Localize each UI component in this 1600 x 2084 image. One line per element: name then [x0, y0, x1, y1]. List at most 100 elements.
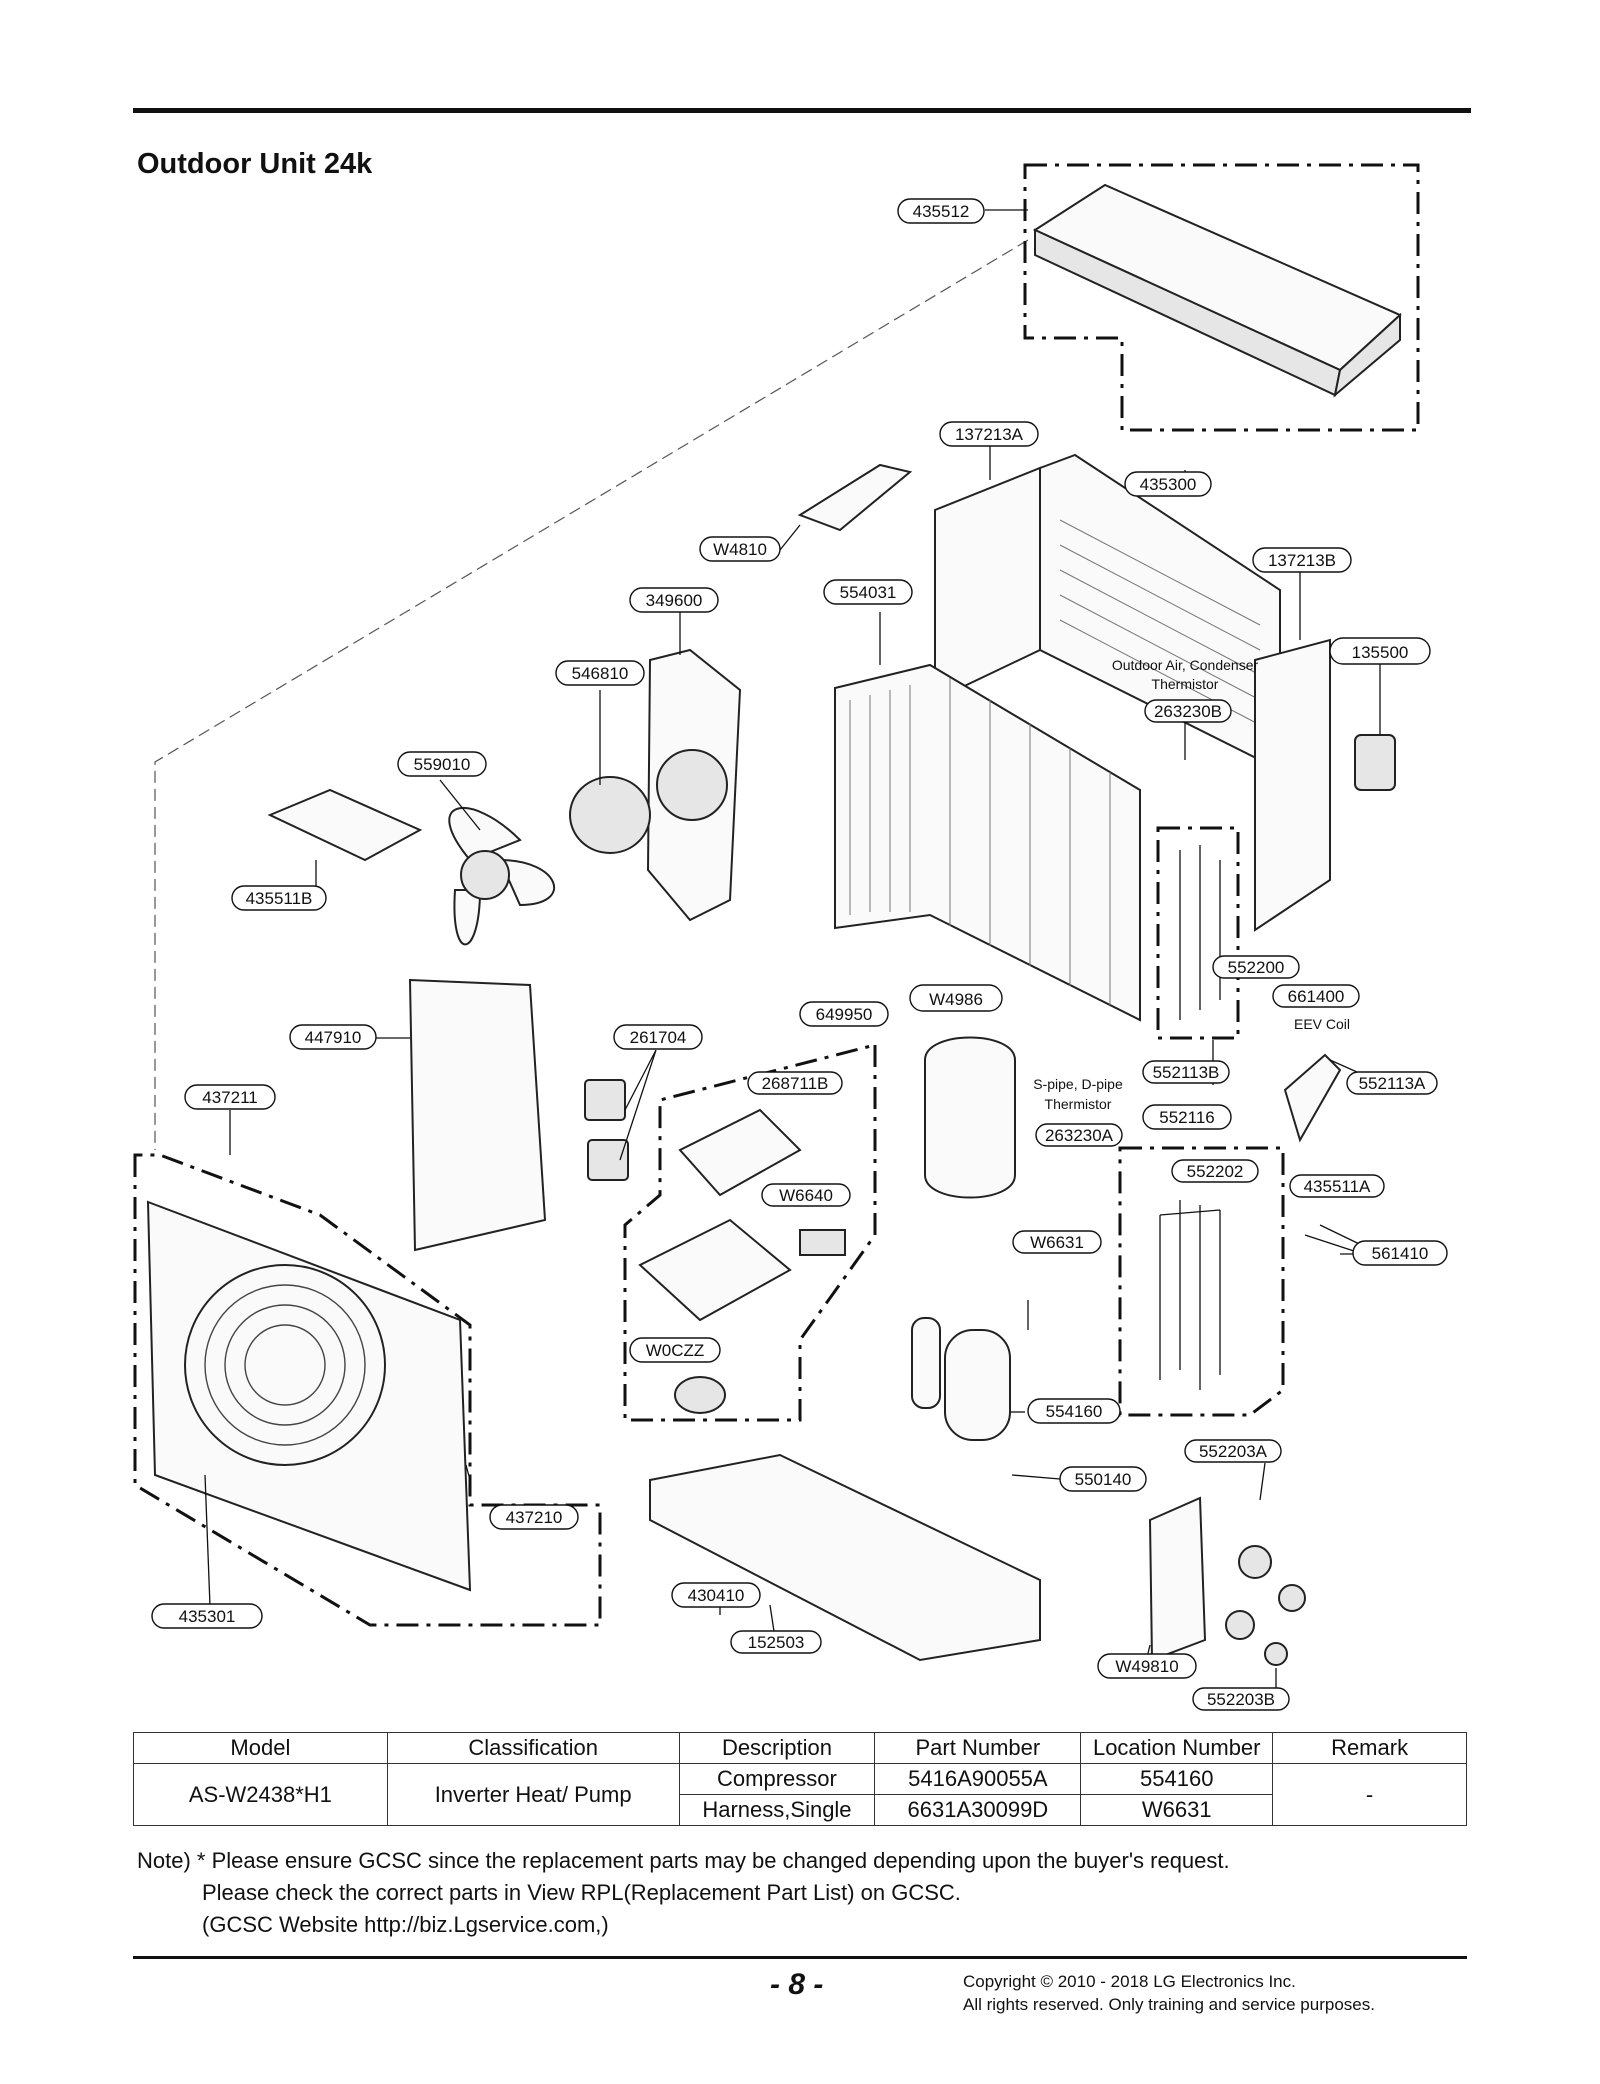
svg-text:550140: 550140	[1075, 1470, 1132, 1489]
svg-text:552113B: 552113B	[1153, 1063, 1220, 1082]
piping-group-outline	[1118, 1146, 1285, 1417]
description-cell: Compressor	[678, 1763, 876, 1795]
classification-cell: Inverter Heat/ Pump	[386, 1763, 680, 1826]
thermistor-outdoor-word: Thermistor	[1152, 676, 1219, 692]
reactor-part-a	[584, 1079, 626, 1121]
spipe-thermistor-text: Thermistor	[1045, 1096, 1112, 1112]
part-number-cell: 6631A30099D	[874, 1794, 1082, 1826]
label-447910: 447910	[289, 1024, 377, 1050]
table-row: Harness,Single 6631A30099D W6631	[134, 1794, 1467, 1826]
eev-piping-part	[1179, 845, 1221, 1020]
label-349600: 349600	[629, 587, 719, 613]
svg-text:W4810: W4810	[713, 540, 767, 559]
svg-text:559010: 559010	[414, 755, 471, 774]
table-header: Model	[133, 1732, 388, 1764]
propeller-fan-part	[448, 807, 555, 946]
label-137213A: 137213A	[939, 421, 1039, 447]
location-cell: W6631	[1080, 1794, 1274, 1826]
guide-line	[154, 239, 1029, 1150]
label-435512: 435512	[897, 198, 985, 224]
location-cell: 554160	[1080, 1763, 1274, 1795]
label-137213B: 137213B	[1252, 547, 1352, 573]
svg-text:435511A: 435511A	[1304, 1177, 1371, 1196]
page-number: - 8 -	[770, 1968, 824, 2001]
label-552200: 552200	[1212, 955, 1300, 979]
svg-text:435301: 435301	[179, 1607, 236, 1626]
table-header: Location Number	[1080, 1732, 1274, 1764]
top-cover-part	[1032, 183, 1402, 398]
label-W4986: W4986	[909, 984, 1003, 1012]
rear-frame-part	[934, 453, 1281, 772]
label-W0CZZ: W0CZZ	[629, 1337, 721, 1363]
svg-text:430410: 430410	[688, 1586, 745, 1605]
svg-text:349600: 349600	[646, 591, 703, 610]
svg-text:437211: 437211	[202, 1088, 257, 1107]
label-430410: 430410	[671, 1582, 761, 1608]
svg-text:546810: 546810	[572, 664, 629, 683]
note-line-2: Please check the correct parts in View R…	[202, 1880, 961, 1905]
svg-text:661400: 661400	[1288, 987, 1345, 1006]
cover-435511a-part	[1283, 1053, 1342, 1143]
svg-text:649950: 649950	[816, 1005, 873, 1024]
label-437210: 437210	[489, 1504, 579, 1530]
copyright-line-2: All rights reserved. Only training and s…	[963, 1995, 1375, 2014]
label-561410: 561410	[1352, 1240, 1448, 1266]
label-263230B: 263230B	[1144, 699, 1232, 723]
label-649950: 649950	[799, 1001, 889, 1027]
note-line-3: (GCSC Website http://biz.Lgservice.com,)	[202, 1912, 609, 1937]
label-552113A: 552113A	[1346, 1071, 1438, 1095]
svg-text:263230A: 263230A	[1045, 1126, 1114, 1145]
label-554031: 554031	[823, 579, 913, 605]
svg-text:552203A: 552203A	[1199, 1442, 1268, 1461]
table-header: Classification	[386, 1732, 680, 1764]
base-pan-part	[649, 1453, 1041, 1662]
svg-text:554160: 554160	[1046, 1402, 1103, 1421]
svg-text:135500: 135500	[1352, 643, 1409, 662]
svg-text:435512: 435512	[913, 202, 970, 221]
svg-text:447910: 447910	[305, 1028, 362, 1047]
fan-motor-part	[569, 776, 651, 854]
svg-text:561410: 561410	[1372, 1244, 1429, 1263]
label-554160: 554160	[1027, 1398, 1121, 1424]
label-661400: 661400	[1272, 984, 1360, 1008]
svg-text:W6640: W6640	[779, 1186, 833, 1205]
label-W6640: W6640	[761, 1183, 851, 1207]
bracket-135500-part	[1354, 734, 1396, 791]
label-135500: 135500	[1329, 637, 1431, 665]
description-cell: Harness,Single	[678, 1794, 876, 1826]
svg-text:152503: 152503	[748, 1633, 805, 1652]
condenser-coil-part	[834, 663, 1141, 1022]
eev-group-outline	[1156, 826, 1240, 1040]
note-line-1: Note) * Please ensure GCSC since the rep…	[137, 1848, 1230, 1873]
label-550140: 550140	[1059, 1466, 1147, 1492]
svg-text:554031: 554031	[840, 583, 897, 602]
table-header-row: Model Classification Description Part Nu…	[133, 1732, 1467, 1764]
top-cover-group-outline	[1023, 163, 1420, 432]
svg-text:261704: 261704	[630, 1028, 687, 1047]
top-rule	[133, 108, 1471, 113]
svg-text:552116: 552116	[1159, 1108, 1214, 1127]
label-552116: 552116	[1142, 1104, 1232, 1130]
pcb-268711b-part	[678, 1108, 802, 1197]
svg-text:W0CZZ: W0CZZ	[646, 1341, 705, 1360]
label-546810: 546810	[555, 660, 645, 686]
spipe-text: S-pipe, D-pipe	[1033, 1076, 1123, 1092]
thermistor-outdoor-text: Outdoor Air, Condenser	[1112, 657, 1259, 673]
label-435301: 435301	[151, 1603, 263, 1629]
table-header: Part Number	[874, 1732, 1082, 1764]
shroud-447910-part	[408, 978, 547, 1252]
label-435511A: 435511A	[1289, 1174, 1385, 1198]
label-435300: 435300	[1124, 471, 1212, 497]
piping-552202-part	[1159, 1200, 1221, 1390]
table-row: AS-W2438*H1 Inverter Heat/ Pump Compress…	[133, 1763, 1467, 1826]
copyright-line-1: Copyright © 2010 - 2018 LG Electronics I…	[963, 1972, 1296, 1991]
svg-text:W49810: W49810	[1115, 1657, 1178, 1676]
valve-bracket-part	[1148, 1496, 1207, 1662]
svg-text:263230B: 263230B	[1154, 702, 1222, 721]
label-263230A: 263230A	[1035, 1123, 1123, 1147]
side-panel-part	[1254, 638, 1331, 932]
label-W49810: W49810	[1097, 1653, 1197, 1679]
table-header: Description	[678, 1732, 876, 1764]
svg-text:137213A: 137213A	[955, 425, 1024, 444]
service-valve-part	[1225, 1545, 1306, 1666]
